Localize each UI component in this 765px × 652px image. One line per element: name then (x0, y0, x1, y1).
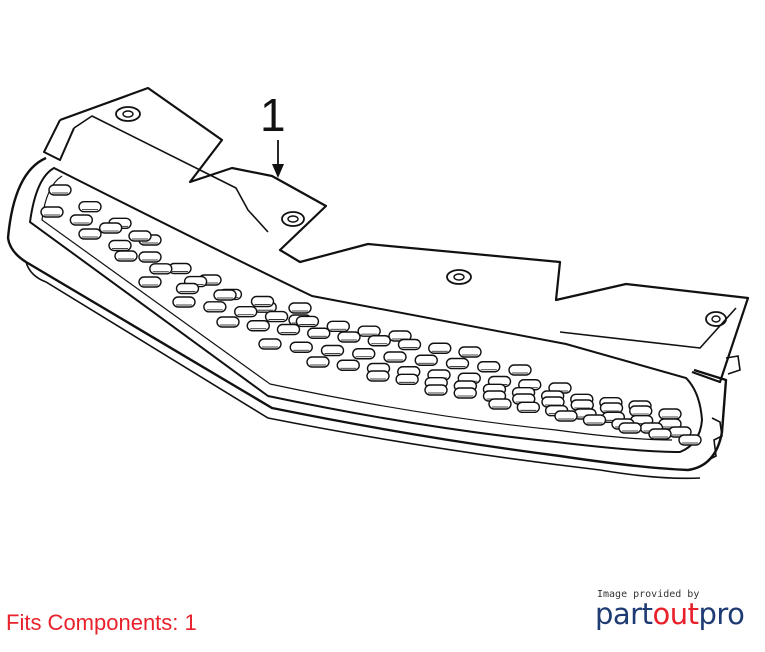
right-clip-upper (725, 355, 741, 375)
grille-slot (582, 414, 607, 426)
grille-slot (397, 338, 422, 351)
grille-slot (336, 359, 360, 371)
grille-slot (128, 230, 152, 242)
grille-slot (138, 251, 162, 263)
grille-slot (288, 302, 312, 314)
grille-mesh (40, 184, 702, 446)
grille-slot (629, 405, 653, 417)
grille-slot (516, 401, 541, 414)
grille-slot (508, 364, 532, 376)
grille-slot (213, 289, 237, 301)
grille-slot (648, 428, 672, 440)
grille-slot (48, 184, 72, 196)
grille-slot (458, 346, 482, 358)
grille-slot (326, 320, 350, 332)
grille-inner-opening (28, 166, 704, 454)
grille-slot (352, 348, 376, 360)
grille-slot (357, 325, 381, 337)
grille-slot (289, 341, 313, 353)
logo-out: out (652, 597, 699, 631)
mounting-hole-3 (446, 269, 472, 285)
grille-slot (216, 316, 240, 328)
bracket-fold-inner (73, 115, 269, 233)
grille-slot (414, 354, 438, 366)
mounting-hole-1 (115, 106, 141, 122)
grille-slot (264, 310, 289, 323)
fits-components-label: Fits Components: 1 (6, 610, 197, 635)
grille-slot (250, 295, 275, 308)
image-credit-label: Image provided by (597, 589, 700, 600)
grille-slot (445, 357, 470, 370)
grille-slot (306, 356, 330, 368)
grille-slot (678, 434, 702, 446)
right-clip-lower (707, 417, 723, 461)
grille-slot (258, 338, 282, 350)
grille-slot (618, 422, 642, 434)
grille-slot (367, 335, 391, 347)
bracket-right-tab (559, 307, 737, 349)
partoutpro-logo[interactable]: partoutpro (595, 596, 745, 632)
grille-slot (40, 206, 64, 218)
grille-slot (78, 228, 102, 240)
grille-slot (488, 398, 512, 410)
grille-slot (203, 301, 227, 313)
grille-slot (395, 373, 419, 386)
grille-slot (108, 239, 132, 252)
grille-slot (276, 323, 301, 336)
grille-slot (98, 222, 123, 234)
callout-number: 1 (260, 89, 286, 141)
grille-slot (658, 408, 682, 420)
grille-slot (320, 344, 345, 357)
grille-frame-lip (25, 261, 701, 480)
grille-slot (175, 282, 200, 295)
grille-slot (383, 351, 407, 363)
grille-slot (114, 250, 138, 262)
grille-slot (424, 384, 448, 396)
grille-slot (366, 370, 390, 382)
grille-slot (295, 315, 320, 328)
grille-slot (428, 342, 452, 354)
logo-part: part (595, 597, 653, 631)
grille-slot (234, 306, 258, 318)
mounting-hole-4 (705, 311, 727, 327)
logo-pro: pro (698, 597, 745, 631)
grille-slot (69, 214, 94, 226)
grille-slot (554, 410, 578, 422)
grille-slot (138, 276, 162, 288)
grille-slot (453, 387, 477, 399)
grille-slot (337, 331, 361, 343)
grille-slot (246, 320, 270, 332)
grille-slot (78, 200, 102, 213)
grille-slot (477, 361, 501, 373)
bracket-fold-left (43, 119, 75, 161)
grille-slot (149, 263, 173, 275)
mounting-hole-2 (281, 211, 305, 227)
grille-slot (172, 296, 196, 308)
upper-bracket (59, 86, 750, 384)
grille-slot (599, 402, 624, 414)
grille-outer-frame (6, 156, 728, 472)
grille-slot (307, 327, 331, 339)
callout-arrowhead (272, 164, 284, 178)
